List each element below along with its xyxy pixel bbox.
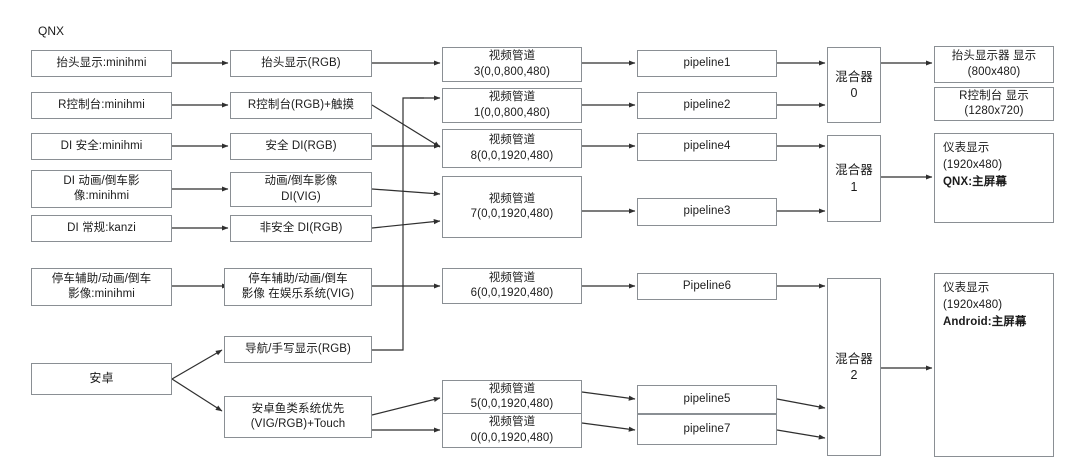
node-line: R控制台(RGB)+触摸	[247, 98, 355, 111]
node-line: 视频管道	[488, 91, 536, 104]
node-line: DI 动画/倒车影	[63, 174, 140, 187]
pipeline-node-2[interactable]: pipeline2	[637, 92, 777, 119]
pipeline-node-6[interactable]: Pipeline6	[637, 273, 777, 300]
video-pipe-node-6[interactable]: 视频管道 6(0,0,1920,480)	[442, 268, 582, 304]
node-line: 视频管道	[488, 416, 536, 429]
node-line: DI 常规:kanzi	[67, 221, 136, 234]
node-line: 0	[850, 86, 858, 100]
video-pipe-node-3[interactable]: 视频管道 3(0,0,800,480)	[442, 47, 582, 82]
node-line: 5(0,0,1920,480)	[470, 398, 554, 410]
display-node-hud[interactable]: 抬头显示器 显示 (800x480)	[934, 46, 1054, 83]
node-line: 动画/倒车影像	[264, 175, 338, 188]
pipeline-node-3[interactable]: pipeline3	[637, 198, 777, 226]
node-line: 0(0,0,1920,480)	[470, 431, 554, 444]
node-line: 仪表显示	[943, 142, 990, 154]
mixer-node-0[interactable]: 混合器 0	[827, 47, 881, 123]
node-line: 影像:minihmi	[68, 288, 135, 300]
source-node-android[interactable]: 安卓	[31, 363, 172, 395]
node-line: 视频管道	[488, 134, 536, 147]
node-line: 视频管道	[488, 271, 536, 284]
node-line: 仪表显示	[943, 282, 990, 294]
node-line: pipeline5	[683, 392, 731, 405]
node-line: 像:minihmi	[73, 190, 130, 202]
node-line: 6(0,0,1920,480)	[470, 287, 554, 299]
node-line: DI(VIG)	[281, 190, 321, 203]
source-node-di-normal[interactable]: DI 常规:kanzi	[31, 215, 172, 242]
mixer-node-2[interactable]: 混合器 2	[827, 278, 881, 456]
node-line: 视频管道	[488, 382, 536, 395]
node-line: 抬头显示:minihmi	[56, 56, 147, 69]
node-line: pipeline3	[683, 205, 731, 218]
node-line: pipeline7	[683, 422, 731, 435]
node-line: 安卓	[89, 371, 114, 386]
node-line: Pipeline6	[682, 279, 732, 292]
source-node-hud[interactable]: 抬头显示:minihmi	[31, 50, 172, 77]
node-line: 2	[850, 368, 858, 382]
display-node-r-console[interactable]: R控制台 显示 (1280x720)	[934, 87, 1054, 121]
node-line: 抬头显示器 显示	[951, 50, 1037, 63]
surface-node-r-console-rgb-touch[interactable]: R控制台(RGB)+触摸	[230, 92, 372, 119]
node-line: (1920x480)	[943, 299, 1003, 312]
video-pipe-node-5[interactable]: 视频管道 5(0,0,1920,480)	[442, 380, 582, 414]
surface-node-hud-rgb[interactable]: 抬头显示(RGB)	[230, 50, 372, 77]
source-node-di-animation-rearview[interactable]: DI 动画/倒车影 像:minihmi	[31, 170, 172, 208]
node-line: 视频管道	[488, 50, 536, 63]
node-line: 8(0,0,1920,480)	[470, 149, 554, 162]
source-node-di-safety[interactable]: DI 安全:minihmi	[31, 133, 172, 160]
source-node-r-console[interactable]: R控制台:minihmi	[31, 92, 172, 119]
node-line: 抬头显示(RGB)	[261, 56, 341, 69]
node-line: DI 安全:minihmi	[60, 139, 143, 152]
pipeline-node-4[interactable]: pipeline4	[637, 133, 777, 161]
node-line: pipeline1	[683, 56, 731, 69]
video-pipe-node-7[interactable]: 视频管道 7(0,0,1920,480)	[442, 176, 582, 238]
surface-node-navigation-handwriting-rgb[interactable]: 导航/手写显示(RGB)	[224, 336, 372, 363]
display-node-qnx-main-screen[interactable]: 仪表显示 (1920x480) QNX:主屏幕	[934, 133, 1054, 223]
node-line: 3(0,0,800,480)	[473, 65, 551, 78]
node-line: 1(0,0,800,480)	[473, 106, 551, 119]
node-line-emphasis: QNX:主屏幕	[943, 176, 1007, 189]
pipeline-node-1[interactable]: pipeline1	[637, 50, 777, 77]
node-line: 停车辅助/动画/倒车	[51, 272, 152, 285]
node-line: 1	[850, 179, 858, 194]
source-node-park-assist[interactable]: 停车辅助/动画/倒车 影像:minihmi	[31, 268, 172, 306]
node-line: pipeline4	[683, 140, 731, 153]
node-line: 混合器	[835, 351, 873, 366]
node-line: 影像 在娱乐系统(VIG)	[241, 288, 355, 300]
os-label-qnx: QNX	[38, 24, 65, 38]
video-pipe-node-8[interactable]: 视频管道 8(0,0,1920,480)	[442, 129, 582, 168]
node-line: 7(0,0,1920,480)	[470, 208, 554, 220]
video-pipe-node-1[interactable]: 视频管道 1(0,0,800,480)	[442, 88, 582, 123]
node-line: 导航/手写显示(RGB)	[245, 342, 351, 355]
surface-node-animation-rearview-di-vig[interactable]: 动画/倒车影像 DI(VIG)	[230, 172, 372, 207]
node-line: 安全 DI(RGB)	[265, 139, 337, 152]
mixer-node-1[interactable]: 混合器 1	[827, 135, 881, 222]
node-line: (1920x480)	[943, 159, 1003, 172]
node-line: 视频管道	[488, 192, 536, 205]
node-line: R控制台:minihmi	[58, 98, 145, 111]
node-line: (1280x720)	[964, 105, 1024, 117]
node-line-emphasis: Android:主屏幕	[943, 316, 1027, 329]
pipeline-node-5[interactable]: pipeline5	[637, 385, 777, 414]
node-line: 安卓鱼类系统优先	[251, 402, 345, 415]
node-line: (VIG/RGB)+Touch	[250, 418, 346, 430]
node-line: 停车辅助/动画/倒车	[248, 272, 348, 285]
surface-node-park-assist-ivi-vig[interactable]: 停车辅助/动画/倒车 影像 在娱乐系统(VIG)	[224, 268, 372, 306]
node-line: pipeline2	[683, 98, 731, 111]
node-line: 混合器	[835, 163, 873, 177]
video-pipe-node-0[interactable]: 视频管道 0(0,0,1920,480)	[442, 413, 582, 448]
pipeline-node-7[interactable]: pipeline7	[637, 414, 777, 445]
node-line: 混合器	[835, 69, 873, 84]
node-line: 非安全 DI(RGB)	[259, 221, 343, 234]
surface-node-android-fish-system-priority[interactable]: 安卓鱼类系统优先 (VIG/RGB)+Touch	[224, 396, 372, 438]
surface-node-safety-di-rgb[interactable]: 安全 DI(RGB)	[230, 133, 372, 160]
node-line: R控制台 显示	[959, 89, 1029, 102]
node-line: (800x480)	[967, 65, 1021, 78]
display-node-android-main-screen[interactable]: 仪表显示 (1920x480) Android:主屏幕	[934, 273, 1054, 457]
surface-node-unsafe-di-rgb[interactable]: 非安全 DI(RGB)	[230, 215, 372, 242]
